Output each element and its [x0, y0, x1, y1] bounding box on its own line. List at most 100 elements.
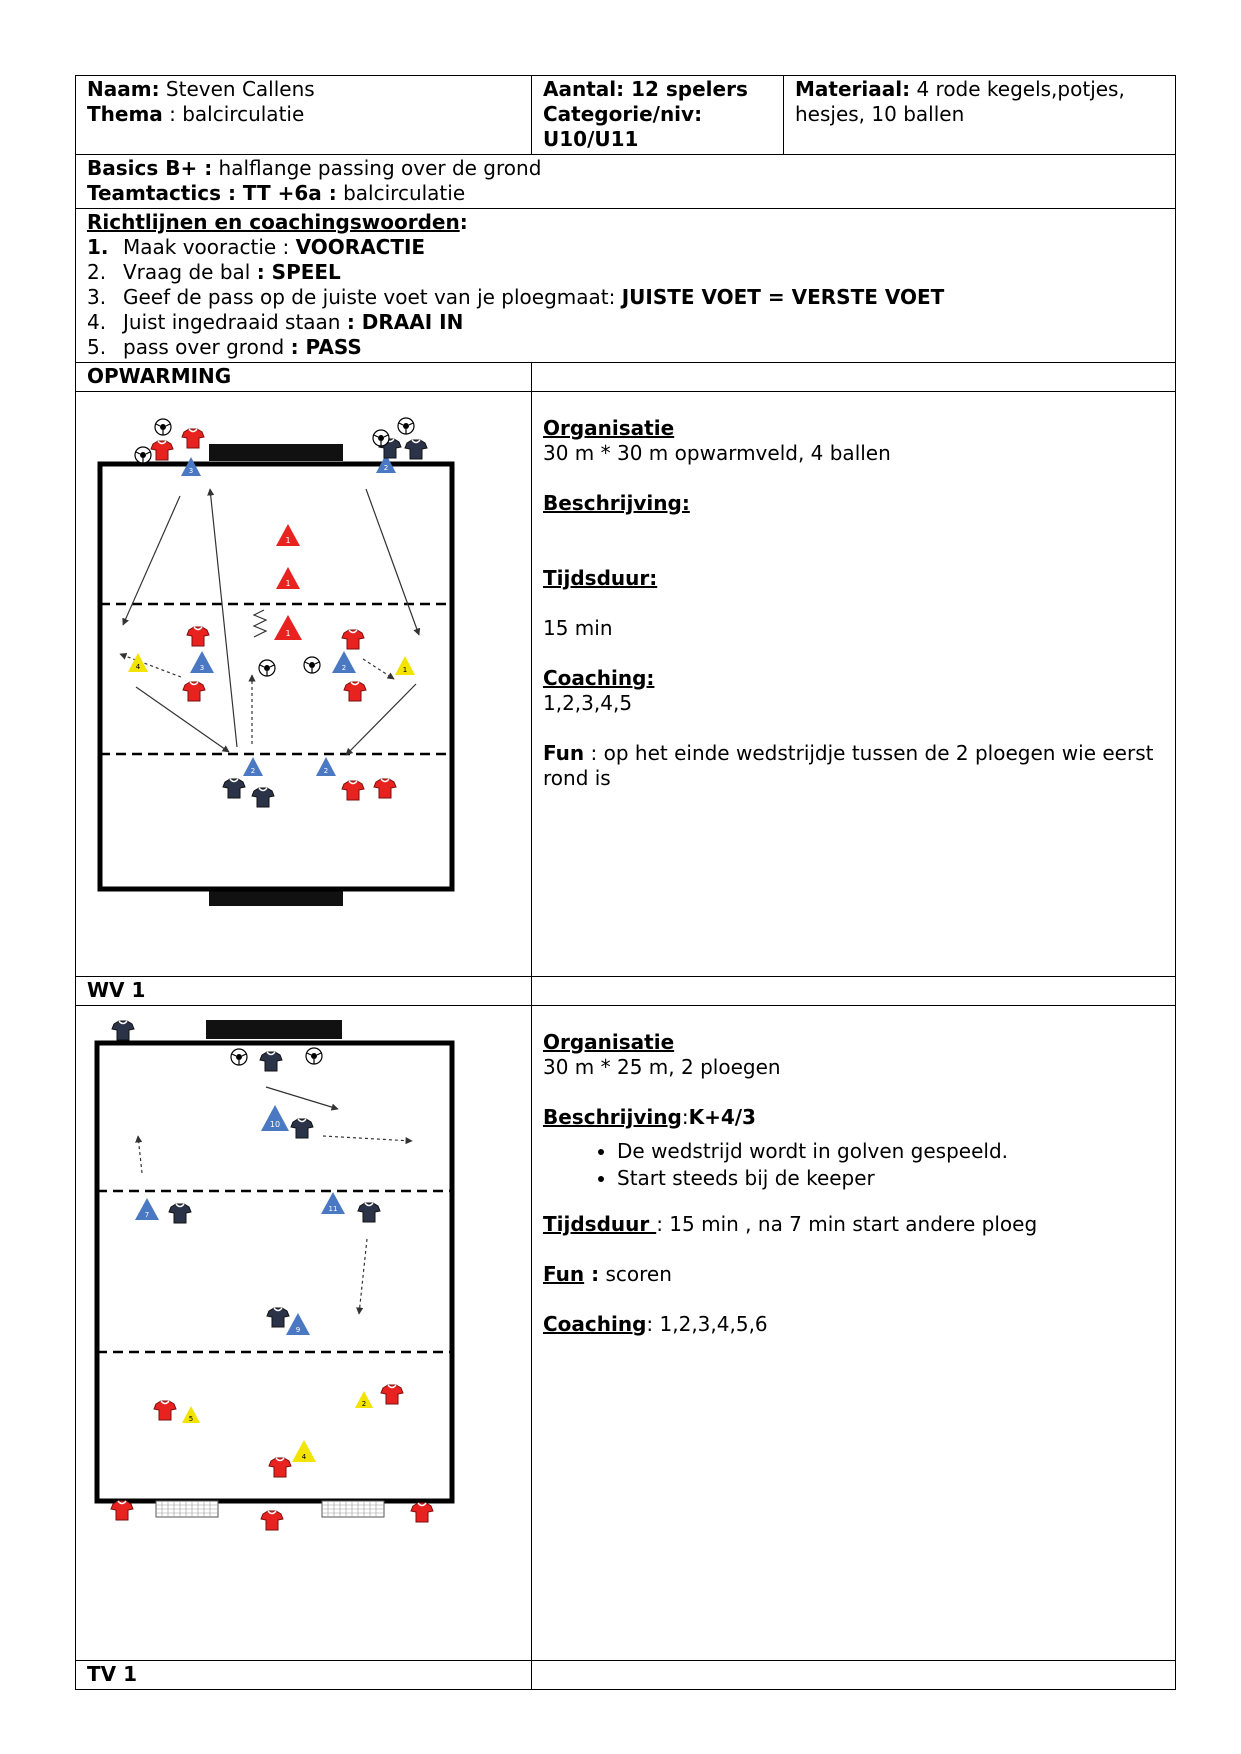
richtlijnen-colon: : — [459, 210, 468, 234]
categorie-value: U10/U11 — [543, 127, 639, 151]
item-keyword: : PASS — [290, 335, 362, 359]
coaching-label: Coaching — [543, 1312, 647, 1336]
naam-value: Steven Callens — [159, 77, 315, 101]
players — [110, 1020, 434, 1531]
cone-label: 10 — [270, 1120, 280, 1129]
fun-label: Fun — [543, 741, 585, 765]
coaching-label: Coaching: — [543, 666, 655, 690]
materiaal-value: 4 rode kegels,potjes, hesjes, 10 ballen — [795, 77, 1125, 126]
cone-label: 2 — [251, 767, 255, 775]
naam-label: Naam: — [87, 77, 160, 101]
tijdsduur-text: : 15 min , na 7 min start andere ploeg — [656, 1212, 1038, 1236]
list-item: Start steeds bij de keeper — [617, 1165, 1165, 1192]
cone-group: 1 1 1 3 2 3 2 2 2 4 1 — [128, 454, 415, 776]
fun-label: Fun — [543, 1262, 585, 1286]
opwarming-text-cell: Organisatie 30 m * 30 m opwarmveld, 4 ba… — [531, 391, 1176, 977]
opwarming-title-cell: OPWARMING — [75, 362, 532, 392]
basics-label: Basics B+ : — [87, 156, 213, 180]
item-number: 4. — [87, 310, 107, 334]
tv1-title: TV 1 — [87, 1662, 137, 1686]
organisatie-label: Organisatie — [543, 416, 675, 440]
cone-group: 10 7 11 9 5 2 4 — [135, 1105, 373, 1462]
goal-top — [206, 1020, 342, 1039]
cone-label: 1 — [285, 536, 290, 545]
tv1-title-cell: TV 1 — [75, 1660, 532, 1690]
list-item: 5. pass over grond : PASS — [87, 335, 1165, 360]
mini-goal-left — [155, 1500, 219, 1518]
cone-label: 3 — [200, 664, 204, 672]
cone-label: 11 — [329, 1205, 338, 1213]
richtlijnen-title: Richtlijnen en coachingswoorden — [87, 210, 460, 234]
cone-label: 3 — [189, 467, 193, 475]
item-keyword: JUISTE VOET = VERSTE VOET — [621, 285, 945, 309]
wv1-text-cell: Organisatie 30 m * 25 m, 2 ploegen Besch… — [531, 1005, 1176, 1661]
item-keyword: VOORACTIE — [295, 235, 426, 259]
cone-label: 4 — [136, 663, 141, 671]
item-number: 5. — [87, 335, 107, 359]
header-count-cell: Aantal: 12 spelers Categorie/niv: U10/U1… — [531, 75, 784, 155]
tv1-title-empty — [531, 1660, 1176, 1690]
beschrijving-label: Beschrijving: — [543, 491, 690, 515]
fun-text: scoren — [599, 1262, 672, 1286]
goal-bottom — [209, 889, 343, 906]
organisatie-text: 30 m * 25 m, 2 ploegen — [543, 1055, 781, 1079]
thema-value: : balcirculatie — [162, 102, 305, 126]
header-material-cell: Materiaal: 4 rode kegels,potjes, hesjes,… — [783, 75, 1176, 155]
cone-label: 2 — [362, 1400, 366, 1408]
list-item: 1. Maak vooractie : VOORACTIE — [87, 235, 1165, 260]
cone-label: 1 — [403, 666, 407, 674]
organisatie-text: 30 m * 30 m opwarmveld, 4 ballen — [543, 441, 891, 465]
mini-goal-right — [321, 1500, 385, 1518]
pass-arrows — [135, 1086, 413, 1315]
cone-label: 2 — [324, 767, 328, 775]
fun-colon: : — [584, 1262, 600, 1286]
cone-label: 1 — [285, 579, 290, 588]
goal-top — [209, 444, 343, 461]
beschrijving-value: K+4/3 — [688, 1105, 756, 1129]
cone-label: 9 — [296, 1326, 300, 1334]
wv1-title: WV 1 — [87, 978, 146, 1002]
basics-value: halflange passing over de grond — [212, 156, 542, 180]
item-text: Geef de pass op de juiste voet van je pl… — [123, 285, 622, 309]
pass-arrows — [119, 488, 421, 756]
item-text: Juist ingedraaid staan — [123, 310, 347, 334]
wv1-diagram: 10 7 11 9 5 2 4 — [94, 1020, 455, 1531]
wv1-title-empty — [531, 976, 1176, 1006]
list-item: De wedstrijd wordt in golven gespeeld. — [617, 1138, 1165, 1165]
tijdsduur-label: Tijdsduur: — [543, 566, 658, 590]
wv1-bullets: De wedstrijd wordt in golven gespeeld. S… — [543, 1138, 1165, 1192]
coaching-text: 1,2,3,4,5 — [543, 691, 633, 715]
header-name-cell: Naam: Steven Callens Thema : balcirculat… — [75, 75, 532, 155]
basics-cell: Basics B+ : halflange passing over de gr… — [75, 154, 1176, 209]
opwarming-diagram: 1 1 1 3 2 3 2 2 2 4 1 — [97, 417, 455, 906]
item-keyword: : SPEEL — [256, 260, 341, 284]
tijdsduur-text: 15 min — [543, 616, 613, 640]
thema-label: Thema — [87, 102, 163, 126]
item-number: 2. — [87, 260, 107, 284]
fun-text: : op het einde wedstrijdje tussen de 2 p… — [543, 741, 1154, 790]
opwarming-title-empty — [531, 362, 1176, 392]
cone-label: 2 — [384, 464, 388, 472]
list-item: 3. Geef de pass op de juiste voet van je … — [87, 285, 1165, 310]
cone-label: 5 — [189, 1415, 193, 1423]
field-border — [94, 1040, 455, 1504]
wv1-title-cell: WV 1 — [75, 976, 532, 1006]
item-keyword: : DRAAI IN — [346, 310, 464, 334]
materiaal-label: Materiaal: — [795, 77, 911, 101]
teamtactics-value: balcirculatie — [336, 181, 466, 205]
item-text: pass over grond — [123, 335, 291, 359]
item-text: Maak vooractie : — [123, 235, 296, 259]
lesson-table: Naam: Steven Callens Thema : balcirculat… — [75, 75, 1176, 1690]
opwarming-title: OPWARMING — [87, 364, 232, 388]
teamtactics-label: Teamtactics : TT +6a : — [87, 181, 337, 205]
list-item: 2.Vraag de bal : SPEEL — [87, 260, 1165, 285]
tijdsduur-label: Tijdsduur — [543, 1212, 657, 1236]
item-number: 1. — [87, 235, 109, 259]
cone-label: 4 — [302, 1453, 307, 1461]
aantal-text: Aantal: 12 spelers — [543, 77, 748, 101]
coaching-text: : 1,2,3,4,5,6 — [646, 1312, 768, 1336]
opwarming-diagram-cell: 1 1 1 3 2 3 2 2 2 4 1 — [75, 391, 532, 977]
item-number: 3. — [87, 285, 107, 309]
cone-label: 2 — [342, 664, 346, 672]
beschrijving-label: Beschrijving — [543, 1105, 682, 1129]
